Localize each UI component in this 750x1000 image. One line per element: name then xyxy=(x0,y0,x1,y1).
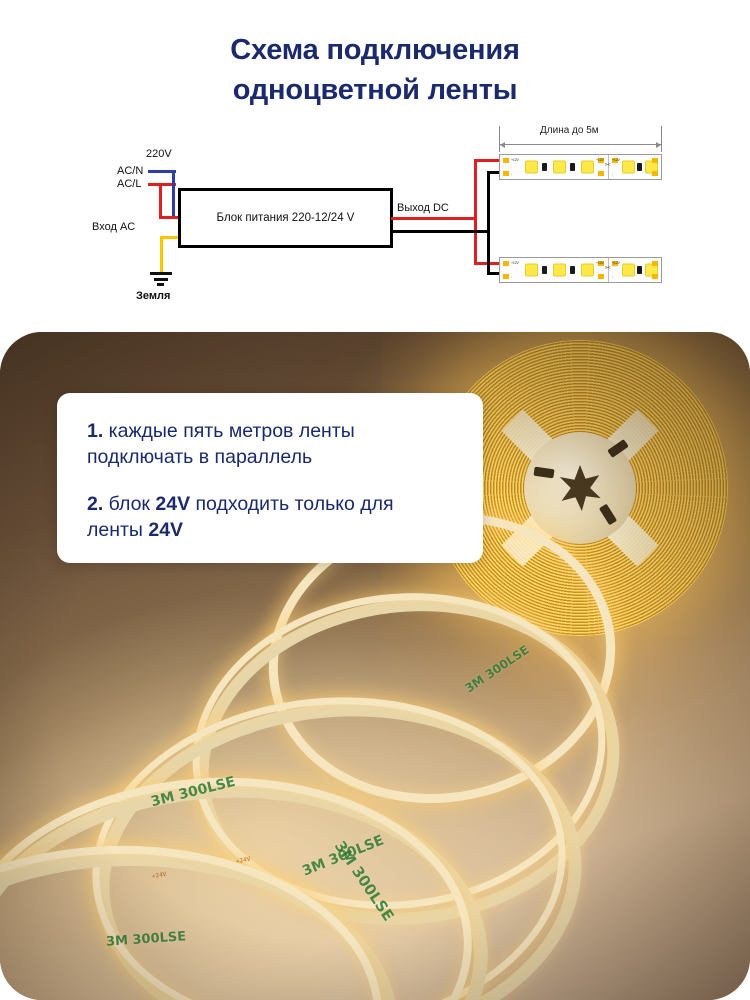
info-item-2-bold-a: 24V xyxy=(155,493,191,516)
page-title: Схема подключения одноцветной ленты xyxy=(0,30,750,110)
ground-wire-horizontal xyxy=(160,236,181,239)
dimension-tick-left xyxy=(499,126,500,152)
ac-input-label: Вход AC xyxy=(92,221,136,233)
dimension-line xyxy=(500,144,661,145)
page-title-line2: одноцветной ленты xyxy=(232,74,518,107)
page-title-line1: Схема подключения xyxy=(230,34,520,66)
terminal-l-label: AC/L xyxy=(117,178,142,190)
info-card: 1. каждые пять метров ленты подключать в… xyxy=(57,393,483,563)
strip-minus-label: - xyxy=(511,172,513,176)
led-strip-top: +12V - +12V ✂ +12V - xyxy=(499,154,662,180)
info-item-2: 2. блок 24V подходить только для ленты 2… xyxy=(87,492,453,543)
dc-minus-branch-bottom xyxy=(487,272,501,275)
power-supply-block: Блок питания 220-12/24 V xyxy=(178,188,393,248)
info-item-2-number: 2. xyxy=(87,493,104,516)
live-wire-horizontal xyxy=(159,216,181,219)
info-item-1: 1. каждые пять метров ленты подключать в… xyxy=(87,419,453,470)
strip-pad-plus xyxy=(503,158,509,163)
strip-pad-minus xyxy=(503,171,509,176)
live-terminal-stub xyxy=(148,183,176,186)
dimension-tick-right xyxy=(661,126,662,152)
ground-label: Земля xyxy=(136,290,171,302)
dc-minus-wire-vertical xyxy=(487,171,490,275)
dc-minus-wire-horizontal xyxy=(391,230,490,233)
live-wire-vertical xyxy=(159,183,162,218)
ground-wire-vertical-b xyxy=(160,236,163,274)
neutral-wire-vertical xyxy=(172,170,175,218)
dc-plus-wire-vertical xyxy=(474,159,477,265)
ground-symbol-bar-2 xyxy=(154,278,168,281)
strip-plus-label: +12V xyxy=(511,158,519,162)
dimension-arrow-right xyxy=(656,141,661,148)
mains-voltage-label: 220V xyxy=(146,148,172,160)
dc-output-label: Выход DC xyxy=(397,202,449,214)
dimension-arrow-left xyxy=(500,141,505,148)
neutral-terminal-stub xyxy=(148,170,176,173)
terminal-n-label: AC/N xyxy=(117,165,144,177)
info-item-1-number: 1. xyxy=(87,420,104,442)
dimension-label: Длина до 5м xyxy=(540,125,599,136)
dc-plus-wire-horizontal xyxy=(391,217,477,220)
info-item-2-text-a: блок xyxy=(103,493,156,516)
dc-minus-branch-top xyxy=(487,171,501,174)
ground-symbol-bar-1 xyxy=(150,272,172,275)
power-supply-label: Блок питания 220-12/24 V xyxy=(216,212,355,224)
info-item-2-bold-b: 24V xyxy=(148,519,184,542)
led-strip-bottom: +12V - +12V ✂ +12V - xyxy=(499,257,662,283)
dc-plus-branch-top xyxy=(474,159,500,162)
info-item-1-text: каждые пять метров ленты подключать в па… xyxy=(87,420,355,468)
info-item-2-text-b: подходить только для ленты xyxy=(87,493,394,542)
ground-symbol-bar-3 xyxy=(157,283,164,286)
wiring-diagram: 220V AC/N AC/L Вход AC Земля Блок питани… xyxy=(0,112,750,317)
